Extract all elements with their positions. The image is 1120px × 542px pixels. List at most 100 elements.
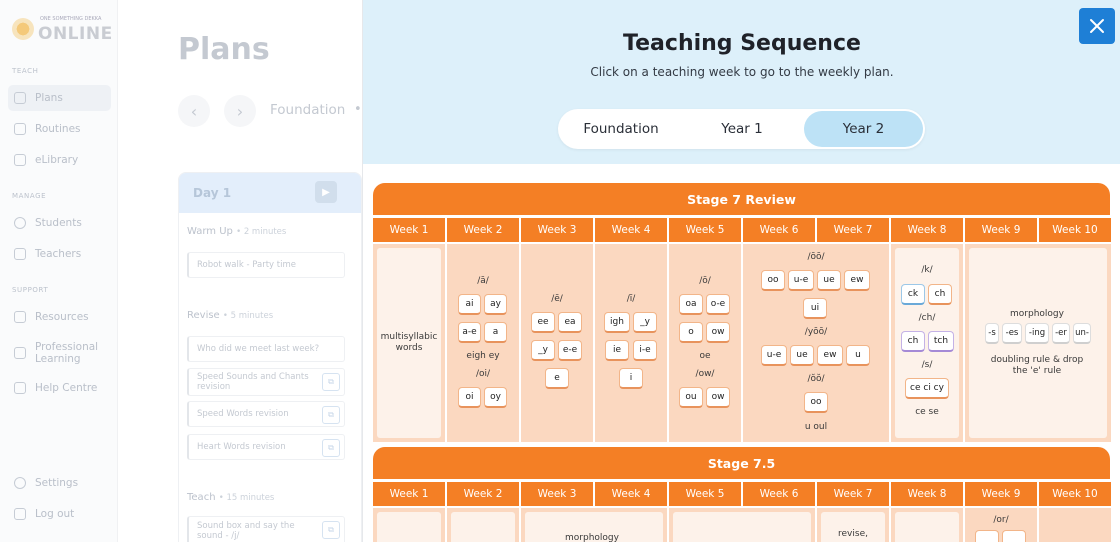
morpheme-chip[interactable]: -s: [985, 323, 999, 344]
sidebar-item-plans[interactable]: Plans: [8, 85, 111, 111]
week-header-4[interactable]: Week 4: [595, 482, 667, 506]
sidebar-item-students[interactable]: Students: [8, 210, 111, 236]
week-header-7[interactable]: Week 7: [817, 218, 889, 242]
grapheme-chip[interactable]: ch: [928, 284, 952, 305]
week-header-5[interactable]: Week 5: [669, 218, 741, 242]
tab-foundation[interactable]: Foundation: [583, 121, 659, 137]
week-header-1[interactable]: Week 1: [373, 218, 445, 242]
week-header-9[interactable]: Week 9: [965, 218, 1037, 242]
grapheme-chip[interactable]: oa: [679, 294, 703, 315]
morpheme-chip[interactable]: un-: [1073, 323, 1091, 344]
grapheme-chip[interactable]: oo: [761, 270, 785, 291]
grapheme-chip[interactable]: ch: [901, 331, 925, 352]
grapheme-chip[interactable]: ou: [679, 387, 703, 408]
stage75-week-cell[interactable]: [447, 508, 519, 542]
week-header-7[interactable]: Week 7: [817, 482, 889, 506]
sidebar-item-help-centre[interactable]: Help Centre: [8, 375, 111, 401]
grapheme-chip[interactable]: u: [846, 345, 870, 366]
week-header-4[interactable]: Week 4: [595, 218, 667, 242]
grapheme-chip[interactable]: oo: [804, 392, 828, 413]
sidebar-item-professional-learning[interactable]: Professional Learning: [8, 339, 111, 367]
grapheme-chip[interactable]: a: [484, 322, 507, 343]
tab-year-1[interactable]: Year 1: [721, 121, 763, 137]
grapheme-chip[interactable]: u-e: [761, 345, 787, 366]
activity-item[interactable]: Robot walk - Party time: [187, 252, 345, 278]
stage75-week-cell[interactable]: [373, 508, 445, 542]
grapheme-chip[interactable]: oi: [458, 387, 481, 408]
grapheme-chip[interactable]: ue: [790, 345, 814, 366]
sidebar-item-resources[interactable]: Resources: [8, 304, 111, 330]
activity-item[interactable]: Heart Words revision⧉: [187, 434, 345, 460]
morpheme-chip[interactable]: -ing: [1025, 323, 1049, 344]
stage75-week-cell[interactable]: [891, 508, 963, 542]
grapheme-chip[interactable]: ea: [558, 312, 582, 333]
week-header-9[interactable]: Week 9: [965, 482, 1037, 506]
grapheme-chip[interactable]: o-e: [706, 294, 730, 315]
grapheme-chip[interactable]: e-e: [558, 340, 582, 361]
activity-item[interactable]: Speed Words revision⧉: [187, 401, 345, 427]
week-header-2[interactable]: Week 2: [447, 218, 519, 242]
morpheme-chip[interactable]: -es: [1002, 323, 1022, 344]
stage75-week-cell[interactable]: [669, 508, 815, 542]
grapheme-chip[interactable]: oy: [484, 387, 507, 408]
week-header-3[interactable]: Week 3: [521, 482, 593, 506]
grapheme-chip[interactable]: ew: [844, 270, 870, 291]
tab-year-2[interactable]: Year 2: [804, 111, 923, 147]
grapheme-chip[interactable]: igh: [604, 312, 630, 333]
grapheme-chip[interactable]: i: [619, 368, 643, 389]
week-header-6[interactable]: Week 6: [743, 482, 815, 506]
week-header-8[interactable]: Week 8: [891, 218, 963, 242]
stage75-week-cell[interactable]: [521, 508, 667, 542]
grapheme-chip[interactable]: tch: [928, 331, 954, 352]
week-header-8[interactable]: Week 8: [891, 482, 963, 506]
play-button[interactable]: ▶: [315, 181, 337, 203]
week-header-3[interactable]: Week 3: [521, 218, 593, 242]
grapheme-chip[interactable]: ai: [458, 294, 481, 315]
stage7-week-cell[interactable]: [447, 244, 519, 442]
sidebar-item-elibrary[interactable]: eLibrary: [8, 147, 111, 173]
week-header-2[interactable]: Week 2: [447, 482, 519, 506]
week-header-1[interactable]: Week 1: [373, 482, 445, 506]
week-header-10[interactable]: Week 10: [1039, 482, 1111, 506]
prev-week-button[interactable]: ‹: [178, 95, 210, 127]
grapheme-chip[interactable]: ow: [706, 322, 730, 343]
sidebar-item-settings[interactable]: Settings: [8, 470, 111, 496]
morpheme-chip[interactable]: -er: [1052, 323, 1070, 344]
grapheme-chip[interactable]: u-e: [788, 270, 814, 291]
grapheme-chip[interactable]: [975, 530, 999, 542]
next-week-button[interactable]: ›: [224, 95, 256, 127]
week-header-5[interactable]: Week 5: [669, 482, 741, 506]
grapheme-chip[interactable]: _y: [531, 340, 555, 361]
stage7-week-cell[interactable]: [669, 244, 741, 442]
grapheme-chip[interactable]: ew: [817, 345, 843, 366]
grapheme-chip[interactable]: e: [545, 368, 569, 389]
activity-item[interactable]: Speed Sounds and Chants revision⧉: [187, 368, 345, 396]
grapheme-chip[interactable]: ui: [803, 298, 827, 319]
flashcard-icon[interactable]: ⧉: [322, 373, 340, 391]
grapheme-chip[interactable]: ck: [901, 284, 925, 305]
grapheme-chip[interactable]: a-e: [458, 322, 481, 343]
grapheme-chip[interactable]: o: [679, 322, 703, 343]
grapheme-chip[interactable]: ee: [531, 312, 555, 333]
activity-item[interactable]: Who did we meet last week?: [187, 336, 345, 362]
flashcard-icon[interactable]: ⧉: [322, 439, 340, 457]
activity-item[interactable]: Sound box and say the sound - /j/⧉: [187, 516, 345, 542]
grapheme-chip[interactable]: ow: [706, 387, 730, 408]
grapheme-chip[interactable]: ue: [817, 270, 841, 291]
grapheme-chip[interactable]: ie: [605, 340, 629, 361]
grapheme-chip[interactable]: i-e: [633, 340, 657, 361]
close-button[interactable]: [1079, 8, 1115, 44]
flashcard-icon[interactable]: ⧉: [322, 406, 340, 424]
stage75-week-cell[interactable]: [1039, 508, 1111, 542]
stage75-week-cell[interactable]: [817, 508, 889, 542]
grapheme-chip[interactable]: ay: [484, 294, 507, 315]
grapheme-chip[interactable]: _y: [633, 312, 657, 333]
sidebar-item-teachers[interactable]: Teachers: [8, 241, 111, 267]
week-header-6[interactable]: Week 6: [743, 218, 815, 242]
week-header-10[interactable]: Week 10: [1039, 218, 1111, 242]
stage7-week-cell[interactable]: [373, 244, 445, 442]
sidebar-item-routines[interactable]: Routines: [8, 116, 111, 142]
grapheme-chip[interactable]: [1002, 530, 1026, 542]
flashcard-icon[interactable]: ⧉: [322, 521, 340, 539]
grapheme-chip[interactable]: ce ci cy: [905, 378, 949, 399]
